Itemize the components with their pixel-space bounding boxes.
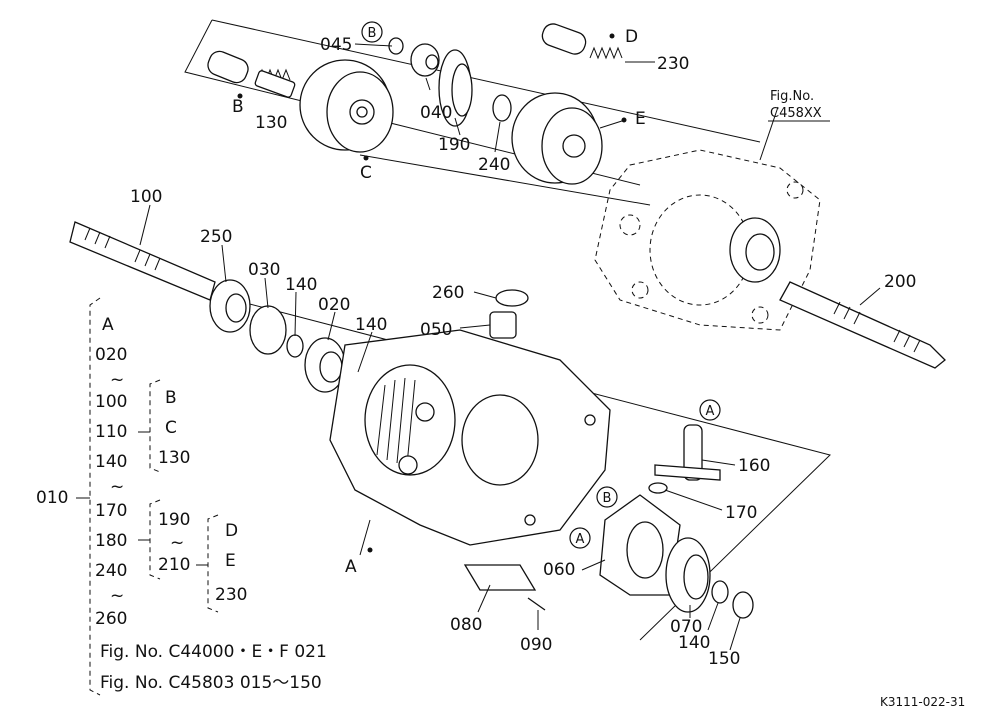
- legend-item: 140: [95, 452, 127, 472]
- svg-text:B: B: [368, 26, 377, 41]
- bearing-250: [209, 279, 251, 333]
- legend-item: C: [165, 418, 177, 438]
- legend-item: E: [225, 551, 236, 571]
- legend-item: 020: [95, 345, 127, 365]
- point-b: B: [232, 97, 244, 117]
- pin-b: [207, 50, 249, 99]
- ring-140c: [711, 580, 729, 604]
- label-150: 150: [708, 649, 740, 669]
- gear-070: [665, 537, 711, 613]
- label-190: 190: [438, 135, 470, 155]
- svg-text:A: A: [706, 404, 715, 419]
- point-a: A: [345, 557, 357, 577]
- collar-170: [648, 482, 668, 494]
- legend-item: 180: [95, 531, 127, 551]
- circle-marker-a-mid: A: [569, 527, 591, 549]
- point-e: E: [635, 109, 646, 129]
- label-140c: 140: [678, 633, 710, 653]
- legend-item: ~: [170, 533, 184, 553]
- legend-item: 230: [215, 585, 247, 605]
- shaft-200: [779, 281, 946, 369]
- gear-e: [511, 92, 627, 185]
- label-080: 080: [450, 615, 482, 635]
- label-230: 230: [657, 54, 689, 74]
- reference-code: K3111-022-31: [880, 695, 965, 709]
- label-130: 130: [255, 113, 287, 133]
- fig-note-2: Fig. No. C45803 015～150: [100, 673, 322, 693]
- plate-080: [463, 564, 537, 591]
- label-090: 090: [520, 635, 552, 655]
- collar-050: [489, 311, 517, 339]
- label-070: 070: [670, 617, 702, 637]
- circle-marker-a-top: A: [699, 399, 721, 421]
- label-045: 045: [320, 35, 352, 55]
- label-040: 040: [420, 103, 452, 123]
- legend-item: 260: [95, 609, 127, 629]
- legend-item: A: [102, 315, 114, 335]
- label-060: 060: [543, 560, 575, 580]
- bearing-020: [304, 337, 346, 393]
- label-160: 160: [738, 456, 770, 476]
- legend-item: 190: [158, 510, 190, 530]
- circle-marker-b-top: B: [361, 21, 383, 43]
- legend-item: B: [165, 388, 177, 408]
- pin-d: [541, 23, 615, 55]
- label-050: 050: [420, 320, 452, 340]
- top-outline-mid: [359, 154, 651, 206]
- ring-030: [249, 305, 287, 355]
- gear-c: [299, 59, 394, 161]
- shaft-160: [654, 424, 721, 481]
- label-030: 030: [248, 260, 280, 280]
- label-260: 260: [432, 283, 464, 303]
- ring-140a: [286, 334, 304, 358]
- legend-item: 240: [95, 561, 127, 581]
- svg-text:B: B: [603, 491, 612, 506]
- circle-marker-b-mid: B: [596, 486, 618, 508]
- legend-item: 110: [95, 422, 127, 442]
- fig-ref-line2: C458XX: [770, 106, 822, 121]
- fig-note-1: Fig. No. C44000・E・F 021: [100, 642, 327, 662]
- label-170: 170: [725, 503, 757, 523]
- bearing-190: [438, 49, 473, 127]
- top-outline-left: [184, 19, 641, 186]
- legend-item: ~: [110, 586, 124, 606]
- bushing-260: [495, 289, 529, 307]
- legend: 010 A 020 ~ 100 110 140 ~ 170 180 240 ~ …: [36, 297, 327, 696]
- svg-text:A: A: [576, 532, 585, 547]
- bolt-090: [527, 597, 546, 611]
- point-c: C: [360, 163, 372, 183]
- legend-item: ~: [110, 370, 124, 390]
- legend-item: 170: [95, 501, 127, 521]
- top-outline-upper: [211, 19, 761, 143]
- legend-item: D: [225, 521, 238, 541]
- label-250: 250: [200, 227, 232, 247]
- bushing-040: [410, 43, 440, 77]
- label-100: 100: [130, 187, 162, 207]
- legend-item: 210: [158, 555, 190, 575]
- spring-130: [254, 68, 296, 98]
- legend-item: 100: [95, 392, 127, 412]
- label-140b: 140: [355, 315, 387, 335]
- leader-lines: [139, 43, 881, 651]
- legend-item: ~: [110, 477, 124, 497]
- label-020: 020: [318, 295, 350, 315]
- point-d: D: [625, 27, 638, 47]
- spring-230: [589, 46, 623, 60]
- snap-ring-240: [492, 94, 512, 122]
- label-240: 240: [478, 155, 510, 175]
- label-200: 200: [884, 272, 916, 292]
- legend-item: 130: [158, 448, 190, 468]
- main-case: [329, 329, 611, 553]
- housing-dashed: [594, 149, 821, 331]
- fig-ref-line1: Fig.No.: [770, 89, 814, 104]
- spring-150: [732, 591, 754, 619]
- legend-assembly-number: 010: [36, 488, 68, 508]
- label-140a: 140: [285, 275, 317, 295]
